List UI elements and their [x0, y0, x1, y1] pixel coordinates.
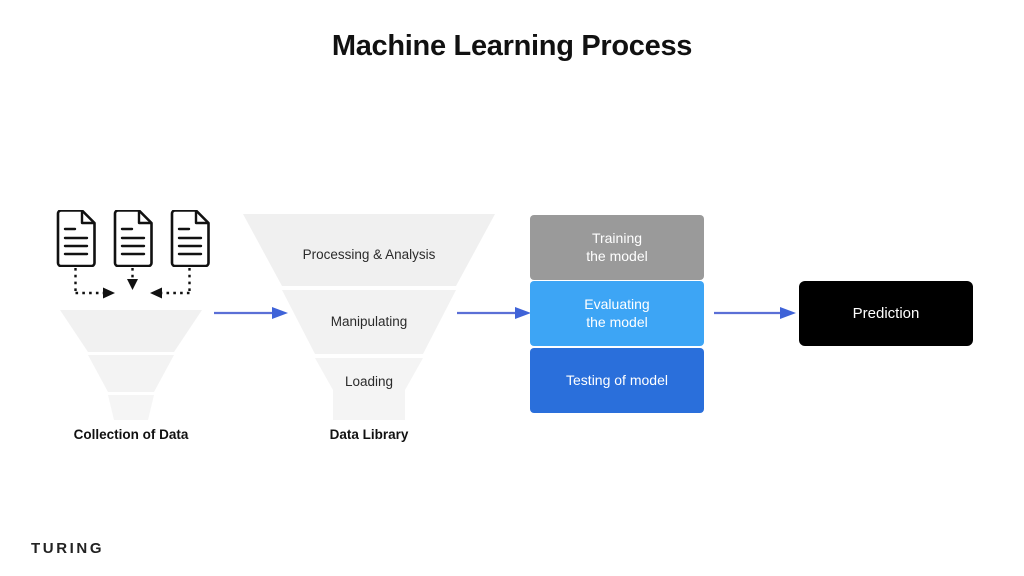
document-icon-2: [112, 210, 153, 267]
box-prediction-text: Prediction: [852, 305, 920, 322]
box-training-text: Training the model: [586, 230, 647, 266]
document-icon-1: [55, 210, 96, 267]
caption-data-library: Data Library: [329, 427, 409, 442]
funnel-label-processing: Processing & Analysis: [302, 247, 436, 262]
arrow-library-to-model: [457, 304, 531, 322]
box-testing-text: Testing of model: [566, 371, 668, 388]
box-evaluating-text: Evaluating the model: [584, 296, 649, 332]
dotted-arrow-group: [55, 266, 220, 311]
arrow-model-to-prediction: [714, 304, 796, 322]
funnel-collection: [60, 310, 202, 420]
arrow-collection-to-library: [214, 304, 288, 322]
box-training-line1: Training: [591, 229, 643, 246]
funnel-label-loading: Loading: [344, 374, 394, 389]
box-training-line2: the model: [586, 247, 648, 264]
funnel-label-manipulating: Manipulating: [330, 314, 408, 329]
box-testing-of-model[interactable]: Testing of model: [530, 348, 704, 413]
turing-logo: TURING: [31, 540, 105, 557]
box-training-the-model[interactable]: Training the model: [530, 215, 704, 280]
box-evaluating-line1: Evaluating: [584, 295, 650, 312]
caption-collection-of-data: Collection of Data: [73, 427, 189, 442]
box-evaluating-the-model[interactable]: Evaluating the model: [530, 281, 704, 346]
page-title: Machine Learning Process: [331, 30, 693, 62]
box-prediction[interactable]: Prediction: [799, 281, 973, 346]
box-evaluating-line2: the model: [586, 313, 648, 330]
document-icon-3: [169, 210, 210, 267]
